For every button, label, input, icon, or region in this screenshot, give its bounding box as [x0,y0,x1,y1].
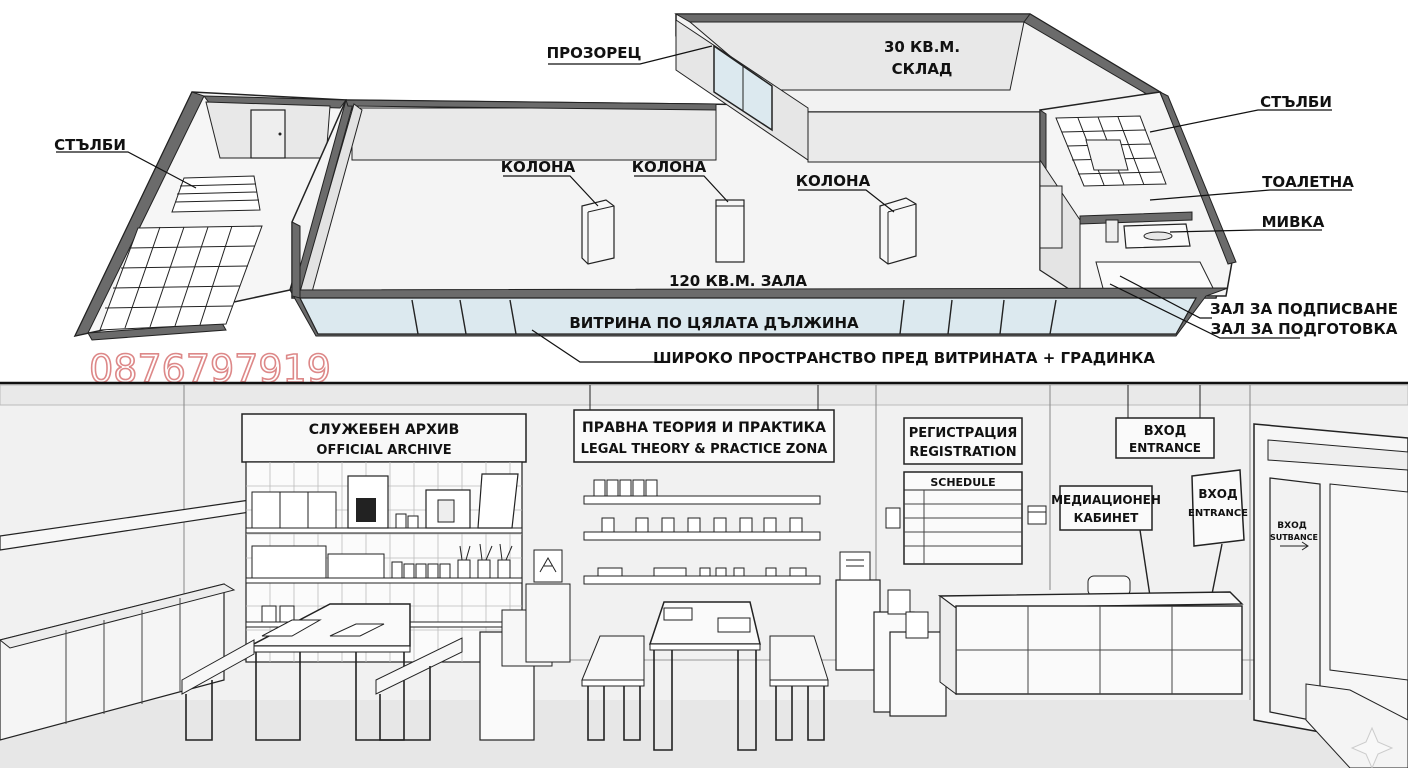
side-door-icon [1039,185,1063,249]
label-column-2: КОЛОНА [632,158,707,176]
archive-title-bg: СЛУЖЕБЕН АРХИВ [309,422,460,438]
pedestals-left [479,549,571,741]
door-sign-2: SUTBANCE [1270,533,1318,542]
right-wing [1039,90,1237,297]
column-2 [715,199,745,263]
entrance-sign-post: ВХОД ENTRANCE [1188,469,1248,595]
schedule-title: SCHEDULE [930,476,995,489]
label-hall: 120 КВ.М. ЗАЛА [669,272,807,290]
clipboard-icon [885,507,901,529]
entrance-door: ВХОД SUTBANCE [1253,423,1408,768]
phone-watermark: 0876797919 [89,347,331,391]
sparkle-icon [1350,726,1394,768]
left-stairs-wing [73,91,347,341]
door-sign-1: ВХОД [1277,521,1306,531]
legal-shelves: ПРАВНА ТЕОРИЯ И ПРАКТИКА LEGAL THEORY & … [573,385,835,585]
entrance-en: ENTRANCE [1129,441,1201,455]
archive-table [181,603,463,741]
storage-room [674,13,1163,163]
floor-plan: ПРОЗОРЕЦ 30 КВ.М. СКЛАД СТЪЛБИ СТЪЛБИ КО… [54,13,1398,392]
mediation-line2: КАБИНЕТ [1074,511,1140,525]
floor-plan-labels: ПРОЗОРЕЦ 30 КВ.М. СКЛАД СТЪЛБИ СТЪЛБИ КО… [54,38,1398,367]
label-toilet: ТОАЛЕТНА [1262,173,1354,191]
column-1 [581,199,615,265]
book-icon [356,498,376,522]
showcase-front [289,221,1229,337]
entrance-sign-hanging: ВХОД ENTRANCE [1115,385,1215,459]
label-showcase: ВИТРИНА ПО ЦЯЛАТА ДЪЛЖИНА [569,314,859,332]
arrow-right-icon [1280,541,1309,551]
label-window: ПРОЗОРЕЦ [547,44,642,62]
label-storage: СКЛАД [892,60,953,78]
mediation-line1: МЕДИАЦИОНЕН [1051,493,1161,507]
entrance-bg: ВХОД [1144,424,1187,439]
mediation-sign: МЕДИАЦИОНЕН КАБИНЕТ [1051,485,1161,597]
label-stairs-left: СТЪЛБИ [54,136,126,154]
label-column-3: КОЛОНА [796,172,871,190]
entrance2-bg: ВХОД [1198,487,1237,501]
leader-lines [56,45,1352,363]
label-stairs-right: СТЪЛБИ [1260,93,1332,111]
label-signing-room: ЗАЛ ЗА ПОДПИСВАНЕ [1210,300,1398,318]
registration-en: REGISTRATION [909,445,1016,460]
pedestals-right [835,551,947,717]
registration-sign [903,417,1023,465]
label-column-1: КОЛОНА [501,158,576,176]
legal-sign [573,409,835,463]
registration-bg: РЕГИСТРАЦИЯ [909,426,1018,441]
interior-view: СЛУЖЕБЕН АРХИВ OFFICIAL ARCHIVE [0,384,1408,768]
label-storage-area: 30 КВ.М. [884,38,960,56]
center-table [581,601,829,751]
archive-title-en: OFFICIAL ARCHIVE [316,443,451,458]
legal-title-bg: ПРАВНА ТЕОРИЯ И ПРАКТИКА [582,420,826,436]
right-stairs [1055,115,1167,187]
entrance2-en: ENTRANCE [1188,508,1248,519]
column-3 [879,197,917,265]
legal-title-en: LEGAL THEORY & PRACTICE ZONA [581,442,828,457]
sink [1105,219,1191,249]
label-sink: МИВКА [1262,213,1325,231]
reception-desk [937,575,1244,695]
label-prep-room: ЗАЛ ЗА ПОДГОТОВКА [1211,320,1398,338]
registration-board: РЕГИСТРАЦИЯ REGISTRATION SCHEDULE [885,417,1047,565]
calendar-icon [1027,505,1047,525]
label-front-space: ШИРОКО ПРОСТРАНСТВО ПРЕД ВИТРИНАТА + ГРА… [653,349,1155,367]
left-counter [0,499,251,741]
left-stairs [99,175,263,331]
